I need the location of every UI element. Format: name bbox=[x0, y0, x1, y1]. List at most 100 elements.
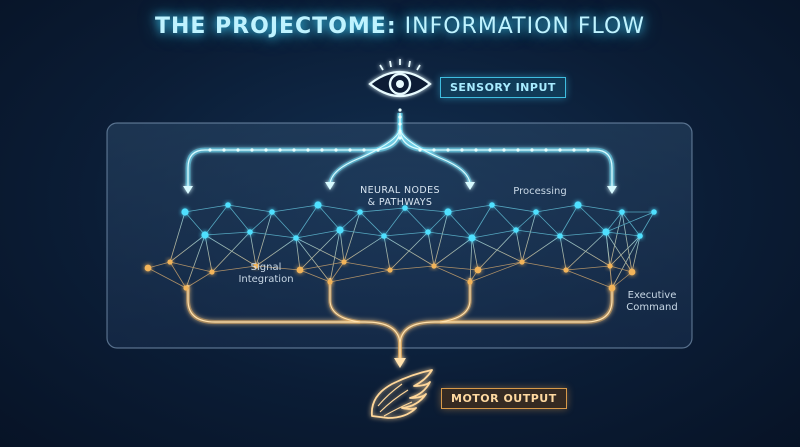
network-edge bbox=[389, 265, 435, 271]
network-node bbox=[607, 263, 613, 269]
network-edge bbox=[609, 265, 633, 273]
signal-dot bbox=[376, 148, 380, 152]
network-edge bbox=[299, 229, 341, 271]
network-node bbox=[341, 259, 347, 265]
network-edge bbox=[611, 271, 633, 289]
network-node bbox=[563, 267, 569, 273]
network-edge bbox=[271, 211, 297, 239]
network-edge bbox=[621, 211, 633, 273]
signal-dot bbox=[398, 136, 402, 140]
network-node bbox=[557, 233, 563, 239]
network-edge bbox=[211, 265, 257, 273]
network-edge bbox=[185, 271, 213, 289]
network-edge bbox=[427, 231, 473, 239]
network-edge bbox=[255, 237, 297, 267]
network-edge bbox=[639, 211, 655, 237]
network-edge bbox=[515, 229, 561, 237]
network-edge bbox=[317, 204, 341, 231]
network-edge bbox=[611, 235, 641, 289]
network-edge bbox=[447, 204, 493, 213]
network-edge bbox=[249, 231, 297, 239]
network-edge bbox=[169, 261, 213, 273]
neural-nodes-label-line1: NEURAL NODES bbox=[360, 185, 440, 196]
network-edge bbox=[383, 235, 391, 271]
network-edge bbox=[471, 204, 493, 239]
network-node bbox=[201, 231, 209, 239]
signal-dot bbox=[362, 148, 366, 152]
network-edge bbox=[521, 235, 561, 263]
network-node bbox=[519, 259, 525, 265]
network-edge bbox=[343, 261, 391, 271]
sensory-input-badge: SENSORY INPUT bbox=[440, 77, 566, 98]
network-node bbox=[387, 267, 393, 273]
network-edge bbox=[515, 229, 523, 263]
network-edge bbox=[521, 211, 537, 263]
network-edge bbox=[609, 211, 623, 267]
signal-dot bbox=[250, 148, 254, 152]
signal-dot bbox=[348, 148, 352, 152]
network-edge bbox=[295, 229, 341, 239]
signal-dot bbox=[208, 148, 212, 152]
signal-dot bbox=[264, 148, 268, 152]
network-edge bbox=[559, 235, 611, 267]
page-title: THE PROJECTOME: INFORMATION FLOW bbox=[0, 14, 800, 39]
network-edge bbox=[343, 235, 385, 263]
network-node bbox=[474, 266, 482, 274]
network-edge bbox=[433, 265, 479, 271]
network-edge bbox=[227, 204, 273, 213]
network-edge bbox=[491, 204, 517, 231]
signal-dot bbox=[236, 148, 240, 152]
network-node bbox=[467, 279, 473, 285]
network-edge bbox=[605, 211, 623, 233]
network-edge bbox=[491, 204, 537, 213]
network-edge bbox=[471, 229, 517, 239]
network-edge bbox=[185, 234, 206, 289]
title-bold: THE PROJECTOME: bbox=[154, 14, 397, 39]
network-edge bbox=[295, 237, 301, 271]
network-edge bbox=[565, 265, 611, 271]
network-node bbox=[314, 201, 322, 209]
network-edge bbox=[383, 207, 406, 237]
network-edge bbox=[295, 204, 319, 239]
network-node bbox=[574, 201, 582, 209]
network-edge bbox=[169, 234, 206, 263]
signal-dot bbox=[460, 148, 464, 152]
network-node bbox=[468, 234, 476, 242]
network-edge bbox=[329, 261, 345, 283]
network-edge bbox=[631, 235, 641, 273]
title-light: INFORMATION FLOW bbox=[404, 14, 646, 39]
neural-nodes-label-line2: & PATHWAYS bbox=[367, 197, 433, 208]
network-node bbox=[336, 226, 344, 234]
network-node bbox=[533, 209, 539, 215]
network-edge bbox=[471, 237, 479, 271]
input-flow bbox=[183, 113, 617, 194]
network-node bbox=[181, 208, 189, 216]
network-node bbox=[513, 227, 519, 233]
network-node bbox=[144, 264, 152, 272]
signal-dot bbox=[320, 148, 324, 152]
network-edge bbox=[359, 207, 406, 213]
signal-dot bbox=[398, 129, 402, 133]
network-edge bbox=[249, 231, 257, 267]
network-node bbox=[637, 233, 643, 239]
network-edge bbox=[317, 204, 361, 213]
signal-dot bbox=[306, 148, 310, 152]
network-edge bbox=[469, 261, 523, 283]
network-node bbox=[167, 259, 173, 265]
network-node bbox=[183, 285, 189, 291]
neural-nodes-label: NEURAL NODES & PATHWAYS bbox=[340, 185, 460, 209]
network-edge bbox=[605, 231, 633, 273]
network-edge bbox=[204, 234, 257, 267]
executive-command-label: Executive Command bbox=[612, 290, 692, 314]
signal-dot bbox=[516, 148, 520, 152]
signal-dot bbox=[418, 148, 422, 152]
network-node bbox=[225, 202, 231, 208]
network-edge bbox=[565, 231, 607, 271]
network-edges bbox=[147, 204, 655, 289]
network-edge bbox=[299, 261, 345, 271]
network-edge bbox=[577, 204, 623, 213]
network-edge bbox=[447, 211, 473, 239]
network-edge bbox=[477, 229, 517, 271]
signal-dot bbox=[398, 115, 402, 119]
